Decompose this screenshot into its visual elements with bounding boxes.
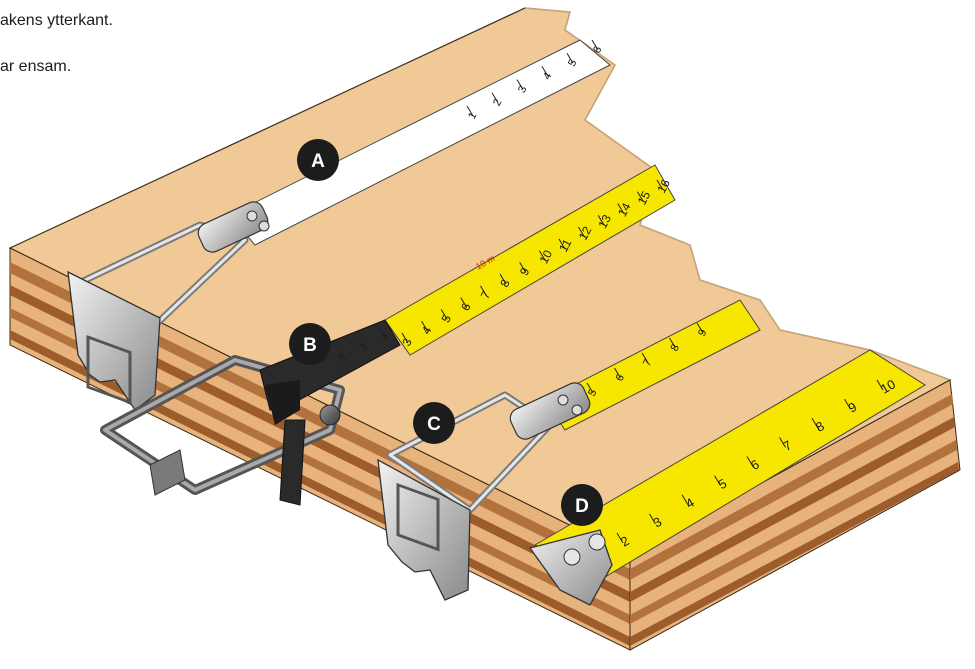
caption-line-1: akens ytterkant. [0, 12, 113, 29]
scale-tick [844, 398, 851, 410]
hook-b [100, 319, 401, 506]
scale-tick [516, 79, 524, 90]
scale-tick [656, 179, 664, 191]
scale-tick [811, 417, 819, 429]
scale-tick [578, 226, 585, 238]
scale-tick [519, 262, 527, 273]
board-left-edge [9, 247, 631, 651]
scale-tick [746, 456, 754, 467]
label-c: C [427, 414, 441, 435]
torn-edge [524, 7, 951, 381]
caption-line-2: ar ensam. [0, 58, 72, 75]
scale-number: 6 [591, 44, 604, 55]
scale-tick [466, 105, 474, 117]
scale-tick [566, 52, 574, 64]
hook-a [67, 201, 270, 411]
scale-tick [636, 191, 644, 203]
scale-tick [336, 347, 344, 359]
scale-number: 12 [576, 224, 595, 243]
scale-tick [491, 92, 499, 104]
hook-c [377, 382, 591, 601]
board-front-edge [629, 379, 961, 651]
scale-tick [681, 494, 689, 506]
scale-number: 7 [641, 357, 654, 368]
scale-tick [614, 367, 621, 379]
scale-number: 9 [696, 327, 709, 338]
hook-d [528, 529, 613, 606]
label-a: A [311, 151, 325, 172]
label-c-badge: C [413, 402, 455, 444]
scale-tick [401, 332, 409, 344]
scale-number: 3 [358, 342, 371, 352]
scale-tick [779, 437, 786, 448]
scale-tick [714, 475, 721, 486]
scale-tick [499, 273, 507, 285]
label-d-badge: D [561, 484, 603, 526]
scale-tick [641, 352, 649, 364]
label-b-badge: B [289, 323, 331, 365]
scale-tick [696, 322, 704, 334]
scale-number: 15 [635, 189, 654, 208]
scale-tick [440, 309, 448, 320]
scale-tick [357, 336, 365, 348]
scale-tick [378, 325, 386, 337]
scale-number: 8 [669, 342, 682, 353]
scale-tick [541, 66, 549, 77]
scale-number: 4 [541, 71, 554, 82]
scale-tick [586, 382, 594, 394]
hook-b-scale: 234 [336, 325, 392, 363]
scale-number: 14 [615, 200, 634, 219]
scale-tick [558, 238, 566, 250]
scale-tick [591, 39, 599, 51]
scale-tick [876, 379, 884, 391]
scale-number: 6 [614, 372, 627, 383]
scale-tick [669, 337, 676, 349]
scale-tick [597, 215, 605, 226]
scale-tick [617, 203, 625, 214]
scale-number: 5 [566, 58, 579, 69]
scale-number: 2 [337, 353, 350, 363]
label-d: D [575, 496, 589, 517]
scale-number: 10 [537, 247, 556, 266]
scale-number: 16 [654, 177, 673, 196]
scale-tick [616, 532, 624, 544]
scale-number: 5 [586, 387, 599, 398]
tape-a-scale: 1 2 3 4 5 6 [466, 39, 605, 121]
tape-c-scale: 5 6 7 8 9 [586, 322, 710, 398]
scale-tick [480, 285, 487, 297]
scale-number: 3 [516, 84, 529, 95]
scale-number: 1 [466, 110, 479, 121]
tape-b [384, 164, 676, 356]
scale-tick [538, 250, 546, 261]
scale-number: 13 [595, 212, 614, 231]
scale-tick [649, 513, 656, 525]
scale-number: 4 [379, 331, 392, 341]
scale-tick [460, 297, 468, 308]
scale-tick [421, 320, 429, 332]
label-a-badge: A [297, 139, 339, 181]
scale-number: 2 [491, 97, 504, 108]
label-b: B [303, 335, 317, 356]
scale-number: 10 [878, 376, 898, 396]
